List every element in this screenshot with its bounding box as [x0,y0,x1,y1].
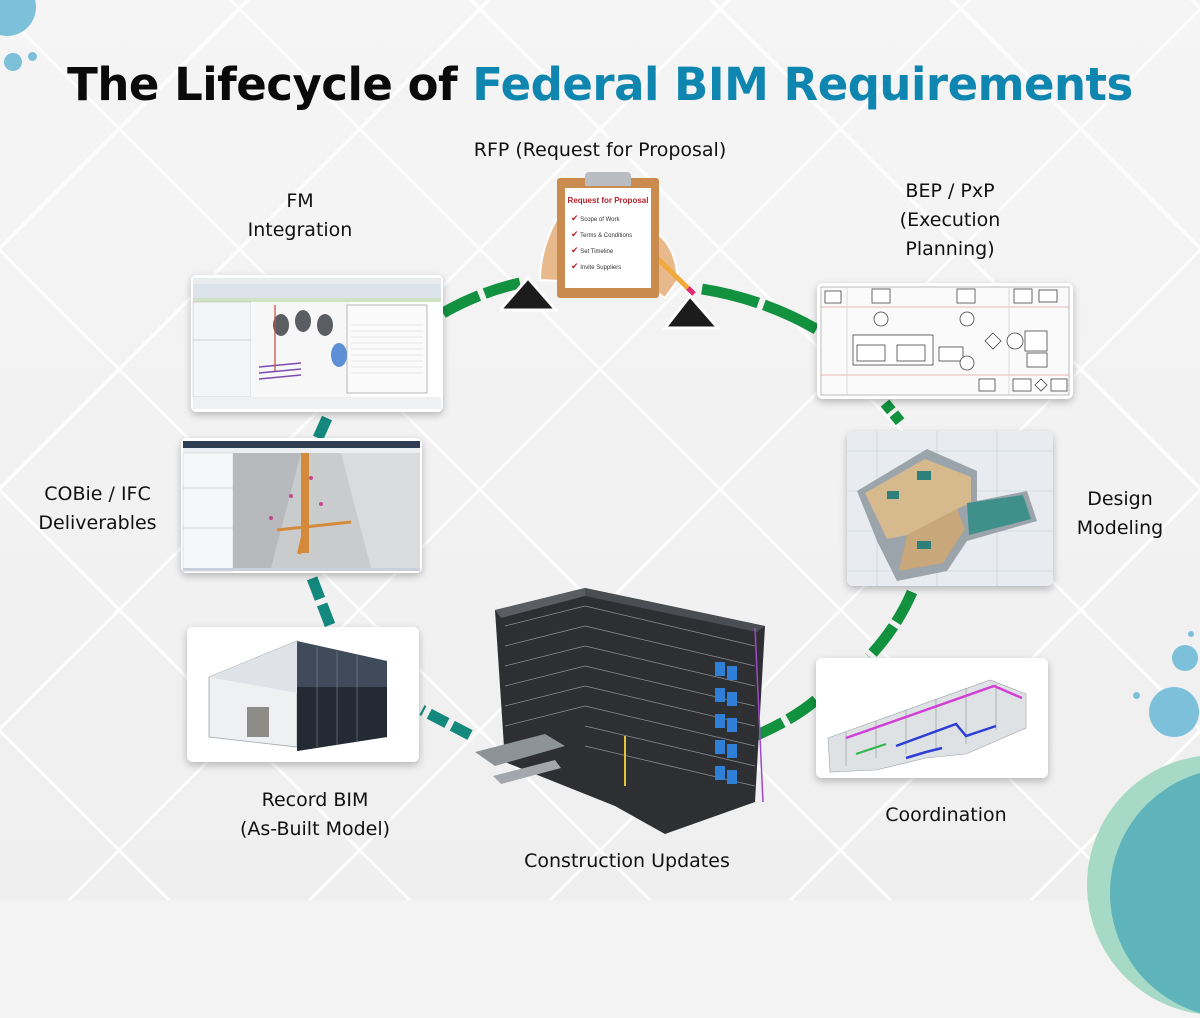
decor-bubble-right-medium [1149,687,1199,737]
arrow-construction-to-record [419,705,473,740]
mep-model-icon [816,658,1048,778]
flowchart-icon [820,286,1070,396]
arrow-rfp-to-bep [701,283,829,340]
checkmark-icon: ✔ [571,261,579,271]
arrow-cobie-to-fm [312,415,333,441]
decor-bubble-right-dot [1133,692,1140,699]
construction-building-image [465,566,770,836]
stage-label-coordination: Coordination [885,804,1007,826]
clipboard-item: ✔ Set Timeline [571,245,614,255]
as-built-icon [187,627,419,762]
checkmark-icon: ✔ [571,213,579,223]
cobie-ifc-image [181,438,422,573]
decor-bubble-top-left-small [4,53,22,71]
clipboard-item: ✔ Invite Suppliers [571,261,622,271]
bep-flowchart-image [817,283,1073,399]
arrow-bep-to-design [880,399,907,428]
arrow-fm-to-rfp [440,277,522,318]
revit-screenshot-icon [191,275,443,412]
stage-label-record: Record BIM (As-Built Model) [239,789,391,840]
design-modeling-image [847,431,1053,586]
decor-bubble-right-tiny [1188,631,1194,637]
title-accent: Federal BIM Requirements [472,58,1133,111]
clipboard: Request for Proposal ✔ Scope of Work ✔ T… [557,172,659,298]
stage-label-cobie: COBie / IFC Deliverables [38,483,157,534]
checkmark-icon: ✔ [571,245,579,255]
building-model-icon [475,588,765,834]
arrow-design-to-coordination [864,589,918,661]
arrow-record-to-cobie [306,576,336,627]
coordination-image [816,658,1048,778]
stage-label-rfp: RFP (Request for Proposal) [473,139,727,161]
clipboard-clip [585,172,631,186]
decor-bubble-top-left-tiny [28,52,37,61]
clipboard-heading: Request for Proposal [567,196,649,205]
floor-plan-icon [847,431,1053,586]
clipboard-item: ✔ Terms & Conditions [571,229,633,239]
stage-label-fm: FM Integration [247,190,353,241]
decor-bubble-right-small [1172,645,1198,671]
clipboard-item: ✔ Scope of Work [571,213,620,223]
title-prefix: The Lifecycle of [67,58,473,111]
stage-label-construction: Construction Updates [524,850,730,872]
page-title: The Lifecycle of Federal BIM Requirement… [0,58,1200,111]
fm-integration-image [191,275,443,412]
checkmark-icon: ✔ [571,229,579,239]
stage-label-bep: BEP / PxP (Execution Planning) [899,180,1001,260]
clipboard-paper: Request for Proposal ✔ Scope of Work ✔ T… [565,188,651,288]
rfp-clipboard-illustration: Request for Proposal ✔ Scope of Work ✔ T… [500,170,720,332]
ifc-viewer-icon [181,438,422,573]
record-bim-image [187,627,419,762]
stage-label-design: Design Modeling [1076,488,1164,539]
